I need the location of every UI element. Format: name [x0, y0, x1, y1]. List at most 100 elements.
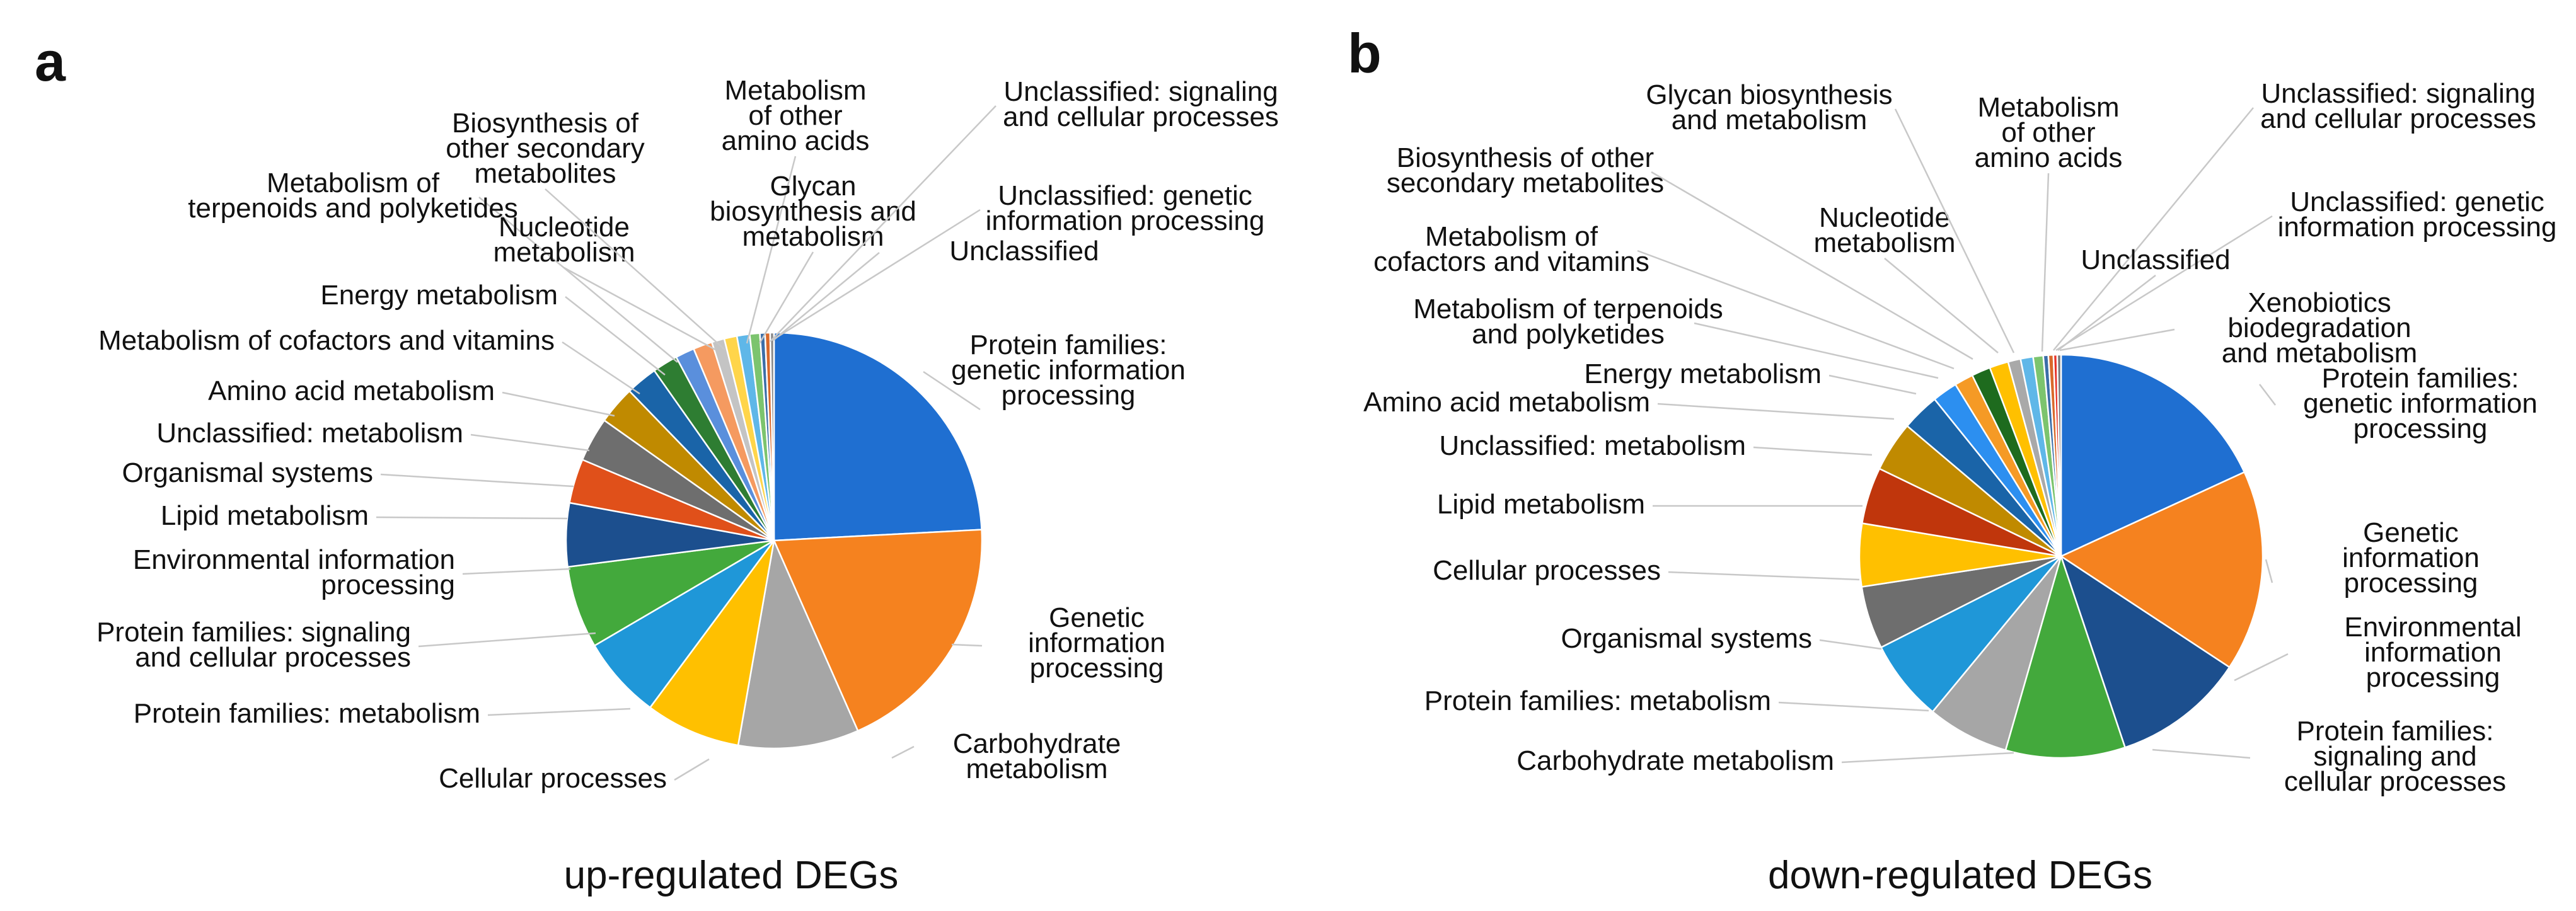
leader-line: [1637, 249, 1955, 370]
leader-line: [565, 296, 666, 375]
leader-line: [1668, 571, 1860, 581]
pie-slice: [769, 331, 775, 541]
leader-line: [1819, 639, 1882, 650]
leader-line: [2053, 107, 2254, 351]
leader-line: [1778, 701, 1929, 712]
pie-slice: [2059, 471, 2264, 668]
leader-line: [376, 516, 568, 520]
slice-label: Unclassified: [949, 236, 1099, 266]
slice-label: Unclassified: metabolism: [156, 418, 463, 449]
slice-label: Unclassified: metabolism: [1439, 430, 1746, 461]
pie-slice: [1880, 555, 2062, 713]
leader-line: [502, 391, 615, 417]
leader-line: [418, 632, 596, 648]
pie-slice: [773, 529, 983, 732]
leader-line: [1694, 322, 1939, 379]
leader-line: [462, 568, 571, 575]
slice-label: Amino acid metabolism: [1363, 387, 1650, 418]
panel-letter: a: [35, 30, 66, 93]
pie-slice: [649, 540, 775, 747]
leader-line: [951, 643, 983, 647]
slice-label: Organismal systems: [1561, 623, 1812, 654]
panel-letter: b: [1348, 22, 1382, 84]
leader-line: [1894, 108, 2015, 353]
pie-slice: [1931, 556, 2062, 752]
pie-slice: [773, 331, 983, 542]
leader-line: [923, 370, 981, 411]
leader-line: [773, 252, 880, 341]
leader-line: [470, 433, 590, 452]
slice-label: Organismal systems: [122, 457, 373, 488]
leader-line: [2059, 328, 2175, 352]
leader-line: [563, 266, 716, 351]
slice-label: Lipid metabolism: [161, 500, 369, 531]
leader-line: [1753, 446, 1873, 456]
leader-line: [1651, 171, 1973, 360]
leader-line: [2234, 653, 2289, 682]
slice-label: Protein families: metabolism: [134, 698, 480, 729]
leader-line: [2057, 275, 2156, 351]
leader-line: [562, 341, 640, 395]
leader-line: [1657, 403, 1895, 420]
leader-line: [2152, 748, 2251, 759]
chart-caption: up-regulated DEGs: [564, 854, 899, 897]
slice-label: Energy metabolism: [1584, 358, 1822, 389]
chart-caption: down-regulated DEGs: [1768, 854, 2152, 897]
pie-slice: [593, 539, 775, 709]
leader-line: [2041, 173, 2050, 352]
leader-line: [758, 251, 814, 344]
leader-line: [1828, 374, 1917, 395]
pie-slice: [2060, 353, 2246, 558]
slice-label: Energy metabolism: [320, 280, 558, 311]
leader-line: [1841, 752, 2014, 764]
leader-line: [478, 197, 678, 363]
leader-line: [487, 708, 631, 716]
slice-label: Amino acid metabolism: [208, 375, 495, 406]
pie-slice: [737, 537, 859, 750]
slice-label: Cellular processes: [439, 763, 667, 794]
leader-line: [545, 188, 725, 350]
leader-line: [771, 209, 981, 341]
pie-slices: [565, 331, 983, 750]
pie-slices: [1858, 353, 2264, 759]
slice-label: Carbohydrate metabolism: [1516, 745, 1834, 776]
pie-slice: [2059, 554, 2231, 749]
leader-line: [2265, 559, 2273, 583]
leader-line: [674, 758, 710, 781]
leader-line: [380, 473, 574, 488]
leader-line: [770, 105, 996, 342]
leader-line: [746, 156, 797, 344]
leader-line: [2055, 215, 2273, 352]
slice-label: Lipid metabolism: [1437, 489, 1645, 520]
slice-label: Unclassified: [2081, 244, 2230, 275]
leader-line: [2259, 384, 2276, 406]
leader-line: [891, 745, 915, 759]
slice-label: Protein families: metabolism: [1424, 685, 1771, 716]
slice-label: Cellular processes: [1433, 555, 1661, 586]
